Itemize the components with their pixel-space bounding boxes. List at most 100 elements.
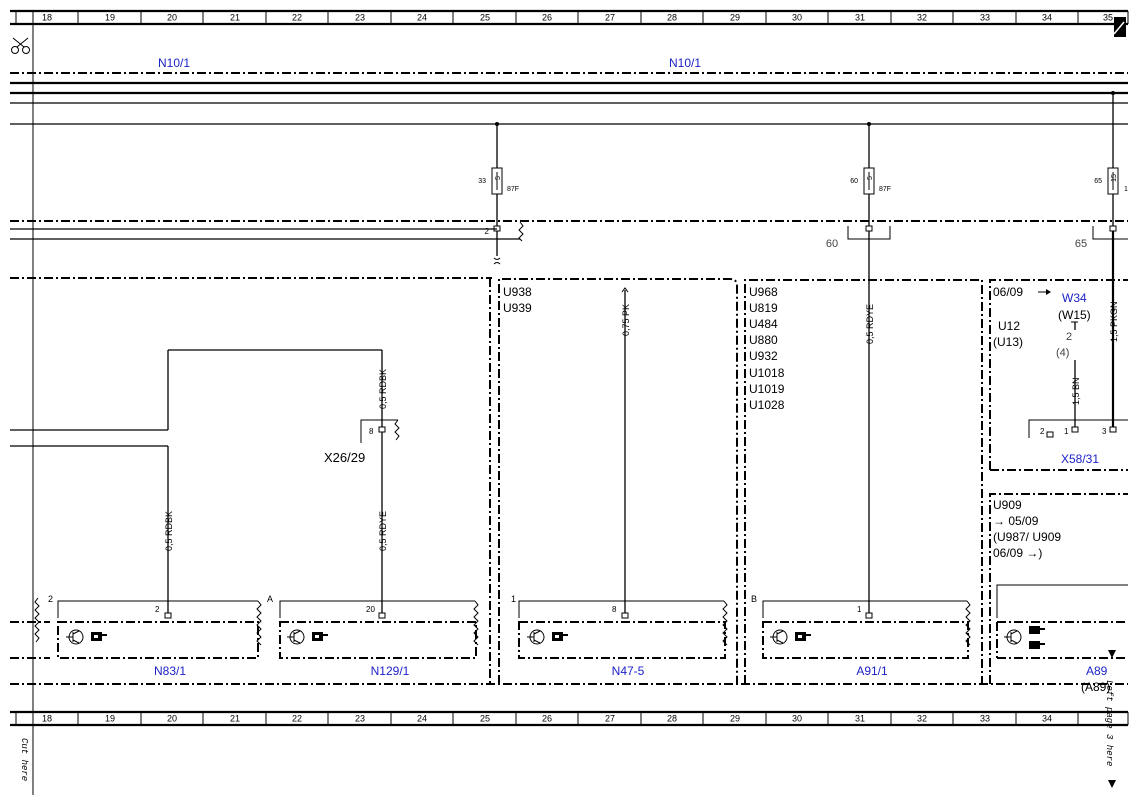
svg-text:0,75 PK: 0,75 PK [621, 304, 631, 336]
svg-text:1: 1 [1064, 427, 1069, 436]
svg-text:0,5 RDBK: 0,5 RDBK [378, 369, 388, 409]
section-boundary [498, 278, 738, 684]
ruler-col: 28 [667, 13, 677, 23]
ruler-col: 25 [480, 13, 490, 23]
svg-text:5: 5 [867, 176, 874, 180]
ruler-col: 26 [542, 13, 552, 23]
break-mark [493, 257, 501, 265]
transistor-icon [1004, 629, 1022, 645]
code-label: U880 [749, 333, 778, 347]
ruler-col: 30 [792, 13, 802, 23]
scissors-icon [11, 37, 30, 54]
arrow-up-icon [621, 287, 629, 293]
svg-text:N129/1: N129/1 [371, 664, 410, 678]
code-label: U932 [749, 349, 778, 363]
module-n129-1: 20 A N129/1 [267, 594, 479, 678]
section-boundary [989, 493, 1128, 684]
ruler-col: 19 [105, 13, 115, 23]
ruler-col: 20 [167, 714, 177, 724]
left-page-here-label: Left page 3 here [1104, 680, 1114, 766]
svg-text:A: A [267, 594, 273, 604]
transistor-icon [527, 629, 545, 645]
svg-text:2: 2 [485, 227, 490, 236]
svg-text:A89: A89 [1086, 664, 1108, 678]
svg-text:(A89): (A89) [1081, 680, 1110, 694]
ruler-col: 21 [230, 13, 240, 23]
ruler-col: 25 [480, 714, 490, 724]
arrow-down-icon [1108, 650, 1116, 658]
ruler-col: 18 [42, 714, 52, 724]
svg-text:8: 8 [369, 427, 374, 436]
ruler-col: 18 [42, 13, 52, 23]
svg-text:1,5 BN: 1,5 BN [1071, 377, 1081, 405]
ruler-col: 24 [417, 714, 427, 724]
ruler-col: 29 [730, 13, 740, 23]
connector-x58-31: 2 1 3 X58/31 [1028, 419, 1128, 466]
svg-text:(4): (4) [1056, 347, 1069, 359]
ruler-col: 22 [292, 13, 302, 23]
svg-text:5: 5 [495, 176, 502, 180]
ruler-col: 29 [730, 714, 740, 724]
code-label: U819 [749, 301, 778, 315]
hand-icon [1029, 626, 1045, 649]
hand-icon [552, 632, 568, 641]
transistor-icon [66, 629, 84, 645]
ruler-col: 23 [355, 13, 365, 23]
svg-text:1,5 PKGN: 1,5 PKGN [1109, 301, 1119, 342]
svg-text:87F: 87F [879, 186, 891, 193]
hand-icon [91, 632, 107, 641]
ruler-col: 35 [1103, 13, 1113, 23]
svg-text:65: 65 [1075, 238, 1087, 250]
svg-text:33: 33 [478, 178, 486, 185]
arrow-right-icon [1038, 289, 1051, 295]
w15-label: (W15) [1058, 308, 1091, 322]
svg-text:1: 1 [511, 594, 516, 604]
svg-text:65: 65 [1094, 178, 1102, 185]
ruler-col: 19 [105, 714, 115, 724]
svg-text:0,5 RDYE: 0,5 RDYE [378, 511, 388, 551]
svg-text:N83/1: N83/1 [154, 664, 186, 678]
ruler-col: 33 [980, 714, 990, 724]
ruler-col: 24 [417, 13, 427, 23]
n10-label-right: N10/1 [669, 56, 701, 70]
module-a89: A89 (A89) [996, 584, 1128, 694]
svg-text:1: 1 [857, 605, 862, 614]
u13-label: (U13) [993, 335, 1023, 349]
svg-text:A91/1: A91/1 [856, 664, 888, 678]
ruler-col: 28 [667, 714, 677, 724]
svg-text:X26/29: X26/29 [324, 450, 365, 465]
svg-text:X58/31: X58/31 [1061, 452, 1099, 466]
ruler-col: 20 [167, 13, 177, 23]
svg-text:60: 60 [826, 238, 838, 250]
svg-text:0,5 RDYE: 0,5 RDYE [865, 304, 875, 344]
module-a91-1: 1 B A91/1 [751, 594, 971, 678]
ruler-col: 22 [292, 714, 302, 724]
connector-x26-29: 8 X26/29 [324, 419, 400, 465]
code-label: U484 [749, 317, 778, 331]
svg-text:N47-5: N47-5 [612, 664, 645, 678]
splice-bracket [1092, 226, 1128, 240]
break-mark [518, 221, 524, 242]
fuse-33: 5 33 87F [478, 124, 519, 226]
fuse-60: 5 60 87F [850, 124, 891, 226]
svg-text:2: 2 [48, 594, 53, 604]
transistor-icon [287, 629, 305, 645]
ruler-col: 33 [980, 13, 990, 23]
n10-label-left: N10/1 [158, 56, 190, 70]
svg-text:2: 2 [1066, 331, 1072, 343]
ruler-col: 26 [542, 714, 552, 724]
arrow-down-icon [1108, 780, 1116, 788]
code-label: U1018 [749, 366, 785, 380]
svg-text:3: 3 [1102, 427, 1107, 436]
svg-text:20: 20 [366, 605, 375, 614]
code-label: U1028 [749, 398, 785, 412]
code-label: 06/09 →) [993, 546, 1042, 560]
ruler-col: 27 [605, 13, 615, 23]
svg-text:87F: 87F [507, 186, 519, 193]
module-n47-5: 8 1 N47-5 [511, 594, 728, 678]
pin-60 [865, 225, 873, 232]
code-label: U1019 [749, 382, 785, 396]
code-label: U939 [503, 301, 532, 315]
ruler-col: 23 [355, 714, 365, 724]
